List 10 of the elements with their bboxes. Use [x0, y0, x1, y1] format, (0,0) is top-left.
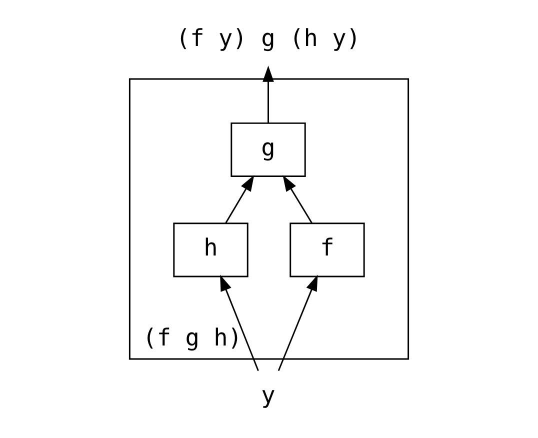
node-box: f — [290, 222, 365, 278]
arrow — [220, 274, 259, 371]
arrow — [262, 66, 274, 124]
arrow — [278, 274, 318, 372]
node-box: h — [173, 222, 248, 278]
node-text: (f y) g (h y) — [176, 24, 361, 52]
node-box: g — [230, 122, 306, 177]
arrow — [225, 174, 254, 224]
node-text: y — [261, 380, 276, 409]
arrow — [282, 175, 312, 224]
